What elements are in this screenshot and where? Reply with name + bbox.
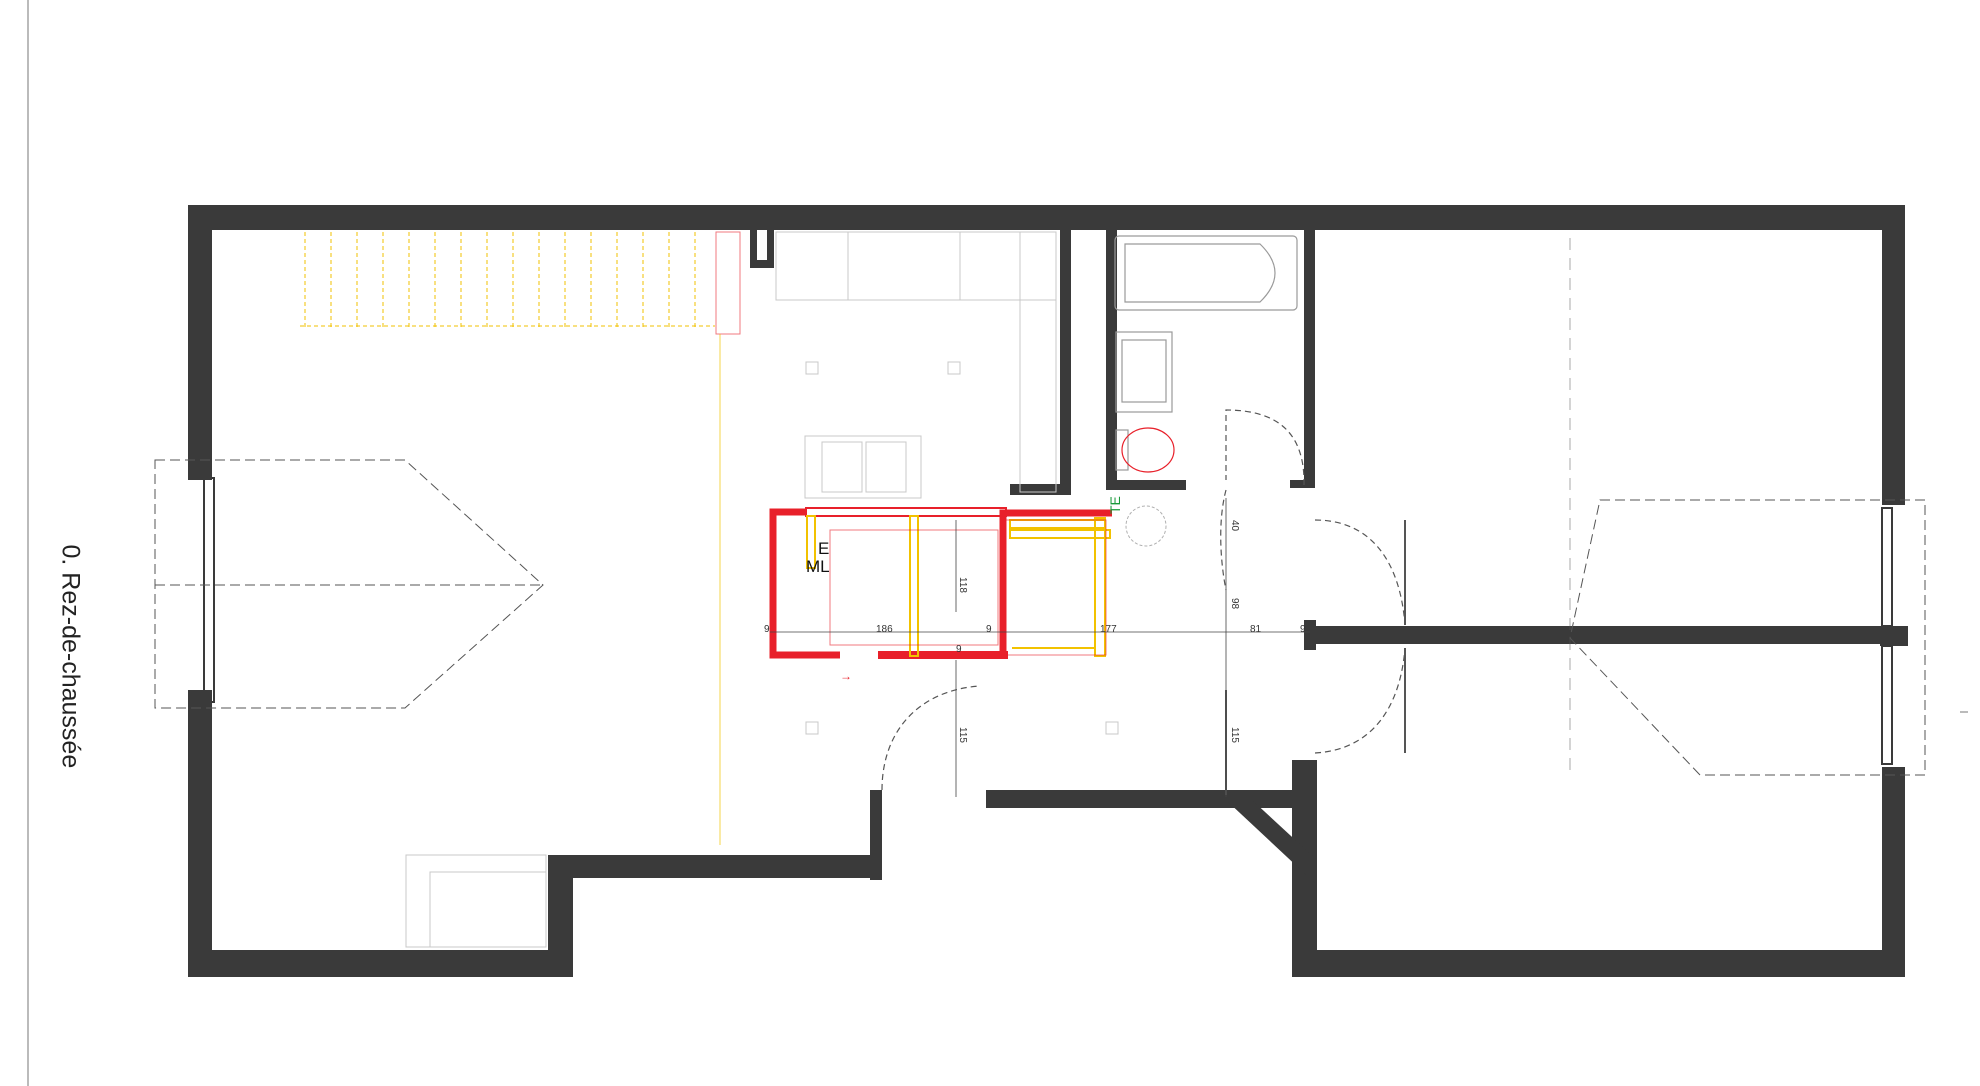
door-jamb-left (870, 790, 882, 880)
door-corridor-2 (1314, 647, 1406, 754)
left-window-jamb-top (188, 468, 212, 480)
insulation (806, 515, 1111, 657)
dim-115-left: 115 (957, 727, 968, 743)
bath-wall-left (1106, 230, 1117, 490)
exterior-walls (188, 205, 1905, 977)
right-window-frame-bottom (1881, 645, 1893, 765)
toilet-bowl (1121, 427, 1175, 473)
new-walls (769, 508, 1112, 659)
dim-98: 98 (1229, 598, 1240, 610)
dimension-lines (770, 498, 1310, 797)
washbasin (1115, 331, 1173, 413)
label-ml: ML (806, 557, 830, 576)
left-roof (154, 459, 544, 709)
dim-81: 81 (1250, 624, 1262, 635)
kitchen-wall-vertical (1060, 230, 1071, 495)
right-window-mullion (1880, 626, 1908, 646)
new-wall-left (769, 508, 840, 659)
diagonal-wall (1226, 800, 1317, 885)
insulation-b (1094, 517, 1106, 657)
chimney-void (757, 230, 767, 260)
insulation-ml (806, 515, 816, 569)
toilet-tank (1115, 429, 1129, 471)
corridor-wall (1304, 626, 1882, 644)
roof-projection (154, 238, 1926, 776)
dim-9-mid: 9 (986, 624, 992, 635)
dim-9-left: 9 (764, 624, 770, 635)
shower-area (829, 519, 1107, 656)
doors (881, 409, 1406, 791)
arrow-red: → (840, 669, 852, 683)
new-wall-top (805, 507, 1007, 517)
outer-wall-shape (188, 205, 1905, 977)
corridor-wall-end (1304, 620, 1316, 650)
bathtub (1114, 235, 1298, 311)
insulation-c (1009, 519, 1106, 529)
bottom-mid-stub (1226, 790, 1306, 800)
door-leaves (1225, 520, 1406, 795)
dim-9-bottom: 9 (956, 644, 962, 655)
bathroom-fixtures (1114, 235, 1298, 473)
new-wall-bottom (878, 651, 1008, 659)
right-window-frame-top (1881, 507, 1893, 627)
dim-186: 186 (876, 624, 893, 635)
stair-hatch (300, 232, 715, 330)
dim-115-right: 115 (1229, 727, 1240, 743)
door-bath (1220, 489, 1227, 591)
dim-40: 40 (1229, 520, 1240, 532)
bedroom-wall (1304, 230, 1315, 485)
dim-118: 118 (957, 577, 968, 593)
bathtub-inner (1124, 243, 1276, 303)
door-corridor (1314, 519, 1406, 626)
kitchen-wall-horizontal (1010, 484, 1071, 495)
dim-9-right: 9 (1300, 624, 1306, 635)
stair-red-outline (715, 231, 741, 335)
bath-wall-bottom (1106, 480, 1186, 490)
dim-177: 177 (1100, 624, 1117, 635)
label-e: E (818, 539, 829, 558)
washbasin-bowl (1121, 339, 1167, 403)
left-window-jamb-bottom (188, 690, 212, 702)
door-bedroom (1225, 409, 1305, 486)
bedroom-wall-stub (1290, 480, 1315, 488)
plant-icon (1125, 505, 1167, 547)
insulation-e (1009, 529, 1111, 539)
label-te: TE (1107, 496, 1123, 514)
door-entry (881, 685, 981, 791)
insulation-a (909, 515, 919, 657)
kitchen-fixtures (405, 231, 1119, 948)
left-window-frame (203, 477, 215, 703)
new-wall-inner (999, 509, 1112, 655)
